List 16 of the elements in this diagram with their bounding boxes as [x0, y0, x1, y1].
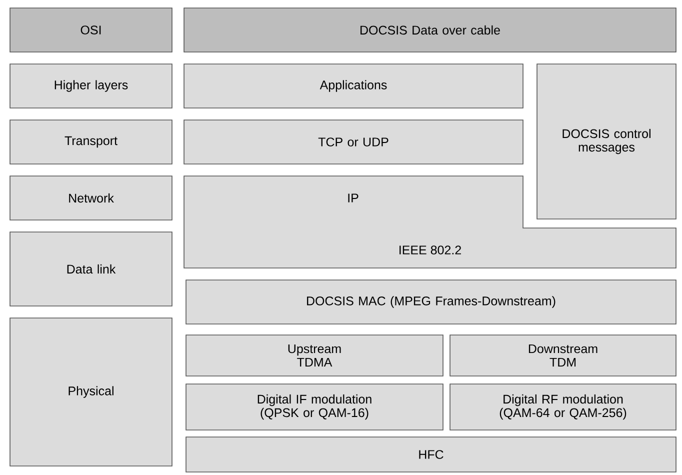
header-box: OSI — [10, 8, 172, 52]
layer-box: Digital IF modulation (QPSK or QAM-16) — [186, 384, 444, 430]
layer-box: Higher layers — [10, 64, 172, 108]
header-box: DOCSIS Data over cable — [184, 8, 676, 52]
layer-box: Digital RF modulation (QAM-64 or QAM-256) — [450, 384, 676, 430]
layer-box: DOCSIS control messages — [536, 64, 676, 220]
layer-box: Physical — [10, 318, 172, 466]
layer-box: DOCSIS MAC (MPEG Frames-Downstream) — [186, 280, 676, 324]
layer-box: Downstream TDM — [450, 334, 676, 376]
layer-box: HFC — [186, 436, 676, 472]
layer-box: TCP or UDP — [184, 120, 524, 164]
layer-box: Transport — [10, 120, 172, 164]
layer-box: Data link — [10, 232, 172, 306]
layer-box: Network — [10, 176, 172, 220]
layer-box: Upstream TDMA — [186, 334, 444, 376]
layer-box: Applications — [184, 64, 524, 108]
